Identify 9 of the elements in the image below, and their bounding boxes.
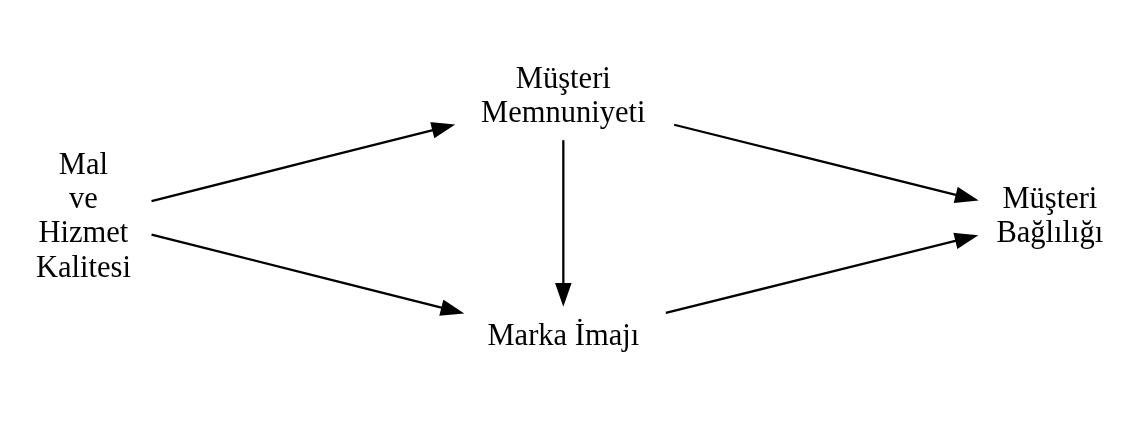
arrow <box>665 232 979 314</box>
arrow <box>151 232 465 316</box>
arrow <box>555 139 572 307</box>
arrow <box>673 123 979 203</box>
node-text: Müşteri Bağlılığı <box>996 180 1104 249</box>
node-text: Müşteri Memnuniyeti <box>481 60 646 129</box>
node-text: Marka İmajı <box>487 317 640 352</box>
arrow <box>151 121 456 202</box>
node-text: Mal ve Hizmet Kalitesi <box>35 146 131 284</box>
